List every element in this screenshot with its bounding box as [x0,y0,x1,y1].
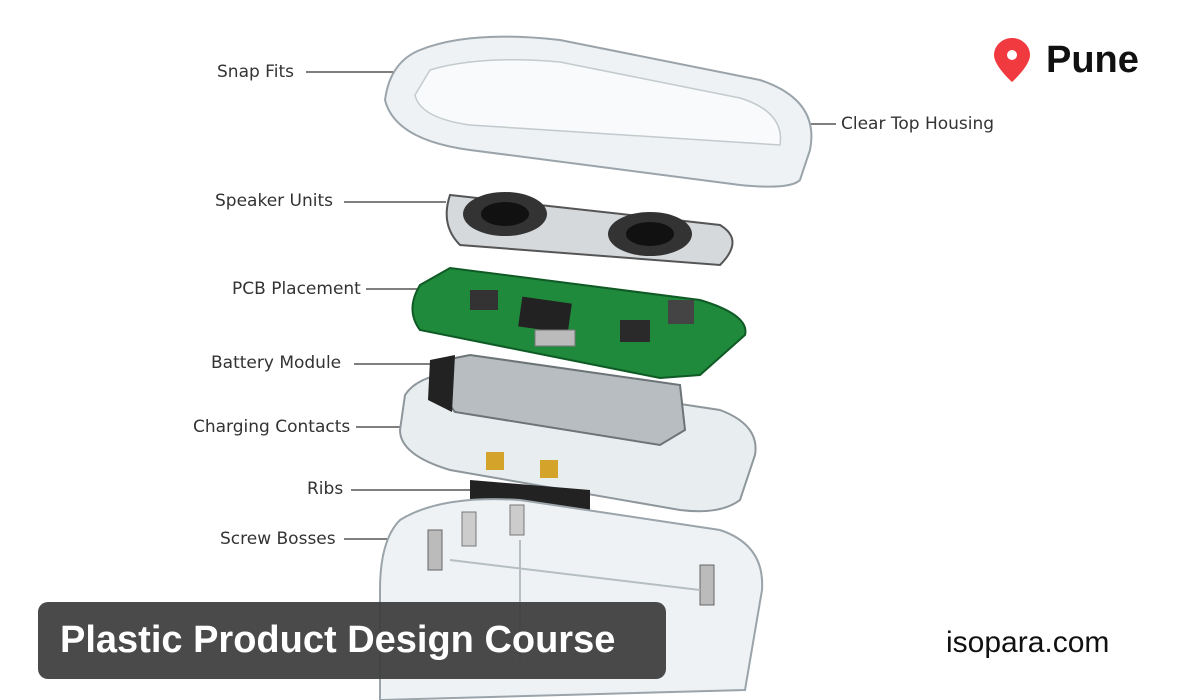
location-badge: Pune [994,38,1139,82]
speaker-units [445,192,734,267]
label-snap-fits: Snap Fits [217,62,294,82]
label-pcb-placement: PCB Placement [232,279,361,299]
pcb [411,266,747,380]
clear-top-housing [383,35,813,188]
label-speaker-units: Speaker Units [215,191,334,211]
map-pin-icon [994,38,1030,82]
label-clear-top-housing: Clear Top Housing [841,114,995,134]
label-battery-module: Battery Module [211,353,342,373]
label-charging-contacts: Charging Contacts [193,417,351,437]
label-ribs: Ribs [307,479,344,499]
leader-lines [306,71,836,540]
location-city: Pune [1046,38,1139,81]
battery-module [398,353,757,520]
label-screw-bosses: Screw Bosses [220,529,336,549]
course-title-banner: Plastic Product Design Course [38,602,666,679]
website-link[interactable]: isopara.com [946,626,1110,659]
